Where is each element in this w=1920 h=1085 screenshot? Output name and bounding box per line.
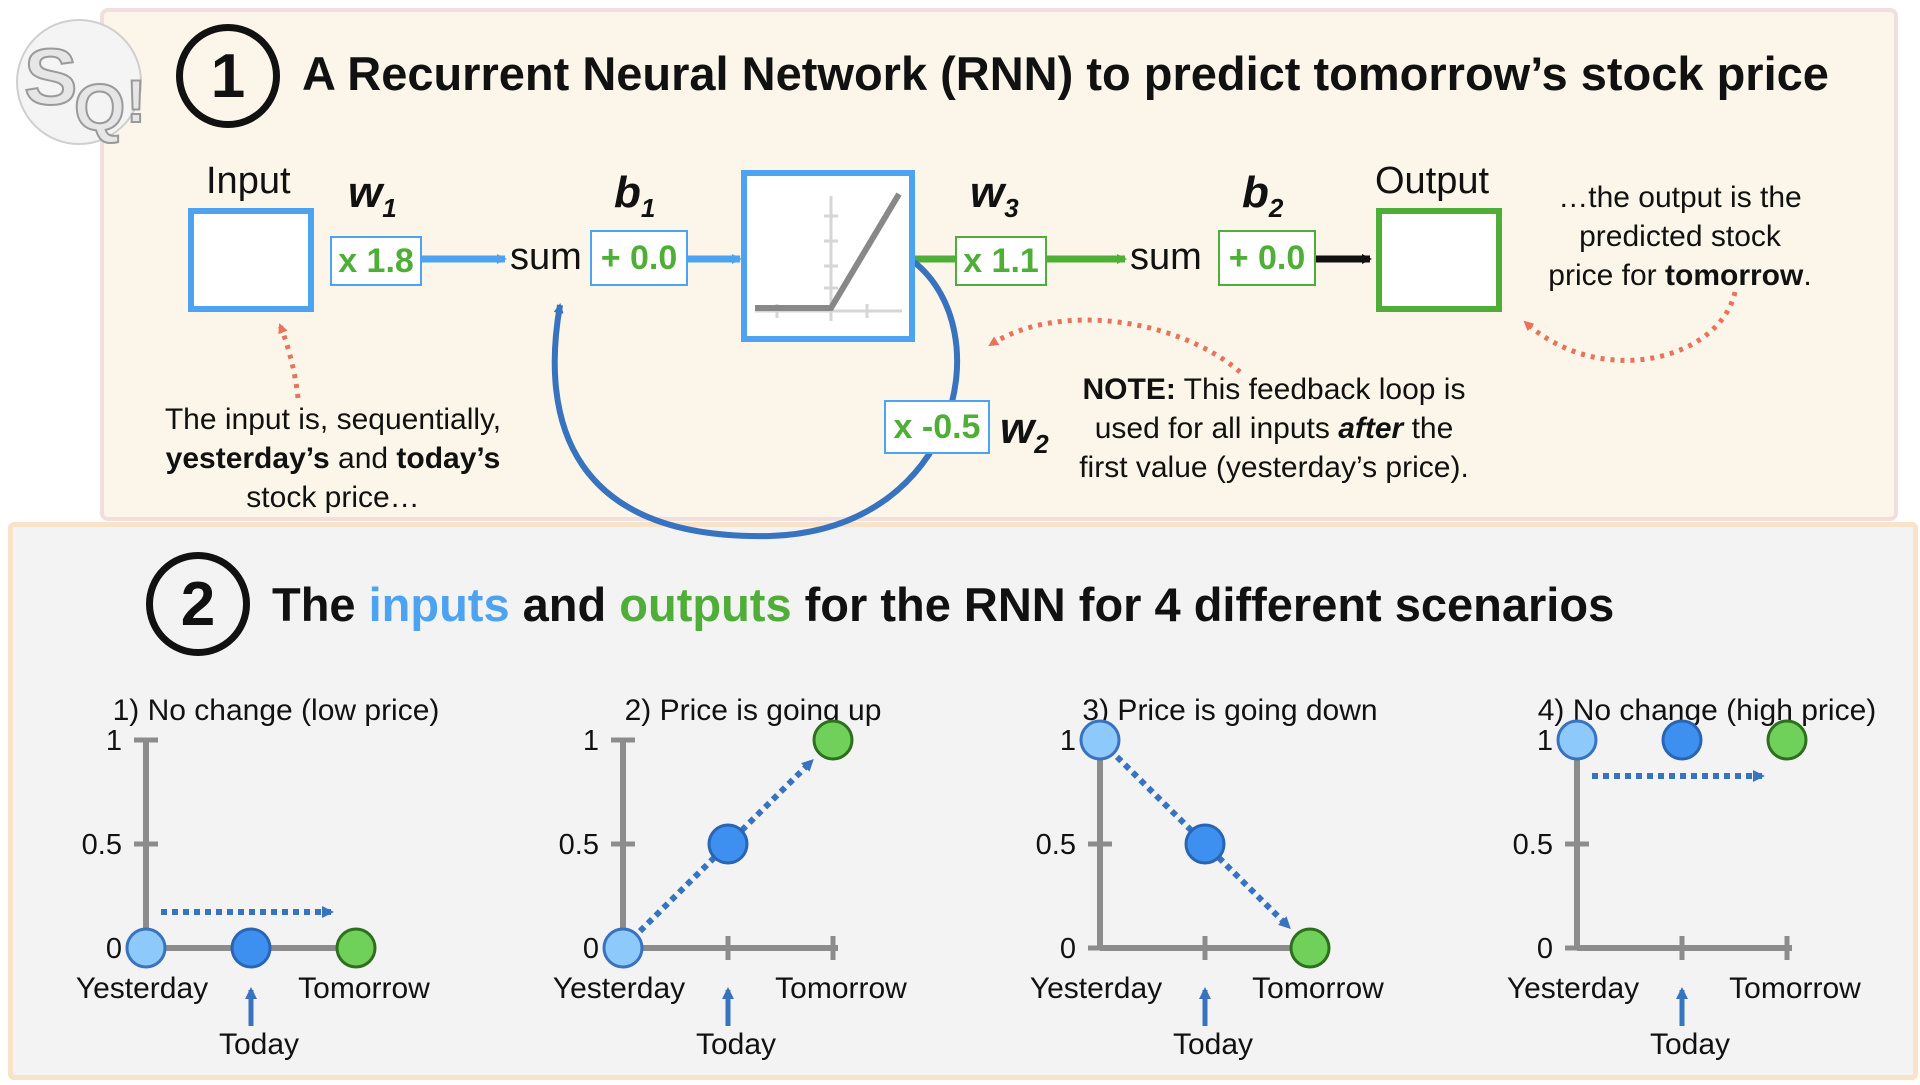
input-note-pointer <box>277 323 301 399</box>
b2-label: b2 <box>1242 168 1284 223</box>
x-label-yesterday: Yesterday <box>553 972 685 1005</box>
sum-label-1: sum <box>510 236 582 278</box>
input-point-today <box>1184 823 1226 865</box>
w3-box: x 1.1 <box>955 236 1047 286</box>
w2-box: x -0.5 <box>884 400 990 454</box>
loop-note-pointer <box>988 317 1242 374</box>
w1-box: x 1.8 <box>330 236 422 286</box>
x-label-today: Today <box>219 1028 299 1061</box>
relu-curve-icon <box>755 192 902 321</box>
y-tick-label: 0 <box>583 933 599 965</box>
w1-label: w1 <box>348 168 397 223</box>
output-node <box>1376 208 1502 312</box>
x-label-today: Today <box>1650 1028 1730 1061</box>
x-label-today: Today <box>696 1028 776 1061</box>
input-point-yesterday <box>602 927 644 969</box>
y-tick-label: 1 <box>106 725 122 757</box>
section-2-panel <box>8 522 1918 1080</box>
x-label-tomorrow: Tomorrow <box>298 972 430 1005</box>
svg-text:!: ! <box>126 68 146 135</box>
output-point-tomorrow <box>335 927 377 969</box>
output-point-tomorrow <box>812 719 854 761</box>
section-2-number: 2 <box>146 552 250 656</box>
w3-label: w3 <box>970 168 1019 223</box>
input-point-today <box>1661 719 1703 761</box>
output-label: Output <box>1375 160 1490 202</box>
y-tick-label: 1 <box>1060 725 1076 757</box>
output-point-tomorrow <box>1766 719 1808 761</box>
sum-label-2: sum <box>1130 236 1202 278</box>
section-2-title: The inputs and outputs for the RNN for 4… <box>272 578 1615 631</box>
y-tick-label: 0 <box>1537 933 1553 965</box>
output-note: …the output is the predicted stock price… <box>1548 181 1812 292</box>
loop-note: NOTE: This feedback loop is used for all… <box>1079 373 1469 484</box>
output-note-pointer <box>1523 291 1738 363</box>
chart-title: 1) No change (low price) <box>113 694 440 727</box>
x-label-tomorrow: Tomorrow <box>775 972 907 1005</box>
x-label-tomorrow: Tomorrow <box>1252 972 1384 1005</box>
y-tick-label: 0 <box>1060 933 1076 965</box>
b2-box: + 0.0 <box>1218 230 1316 286</box>
section-1-title: A Recurrent Neural Network (RNN) to pred… <box>302 47 1829 100</box>
x-label-yesterday: Yesterday <box>76 972 208 1005</box>
logo-stamp: S Q ! <box>16 19 147 145</box>
b1-box: + 0.0 <box>590 230 688 286</box>
x-label-today: Today <box>1173 1028 1253 1061</box>
output-point-tomorrow <box>1289 927 1331 969</box>
y-tick-label: 1 <box>583 725 599 757</box>
input-point-yesterday <box>1556 719 1598 761</box>
input-label: Input <box>206 160 291 202</box>
chart-title: 4) No change (high price) <box>1538 694 1877 727</box>
y-tick-label: 0.5 <box>1513 829 1553 861</box>
input-note: The input is, sequentially, yesterday’s … <box>164 403 502 514</box>
b1-label: b1 <box>614 168 656 223</box>
input-point-yesterday <box>125 927 167 969</box>
input-point-today <box>707 823 749 865</box>
x-label-tomorrow: Tomorrow <box>1729 972 1861 1005</box>
input-node <box>188 208 314 312</box>
trend-arrow <box>637 758 814 934</box>
y-tick-label: 0 <box>106 933 122 965</box>
section-1-number: 1 <box>176 24 280 128</box>
y-tick-label: 0.5 <box>1036 829 1076 861</box>
y-tick-label: 1 <box>1537 725 1553 757</box>
feedback-loop-arrow <box>551 259 960 540</box>
trend-arrow <box>1114 754 1291 930</box>
rnn-diagram <box>277 254 1738 540</box>
svg-text:S: S <box>24 32 77 121</box>
svg-text:Q: Q <box>74 70 125 144</box>
input-point-today <box>230 927 272 969</box>
input-point-yesterday <box>1079 719 1121 761</box>
chart-title: 3) Price is going down <box>1082 694 1377 727</box>
w2-label: w2 <box>1000 404 1049 459</box>
y-tick-label: 0.5 <box>82 829 122 861</box>
y-tick-label: 0.5 <box>559 829 599 861</box>
x-label-yesterday: Yesterday <box>1507 972 1639 1005</box>
x-label-yesterday: Yesterday <box>1030 972 1162 1005</box>
activation-node <box>741 170 915 342</box>
